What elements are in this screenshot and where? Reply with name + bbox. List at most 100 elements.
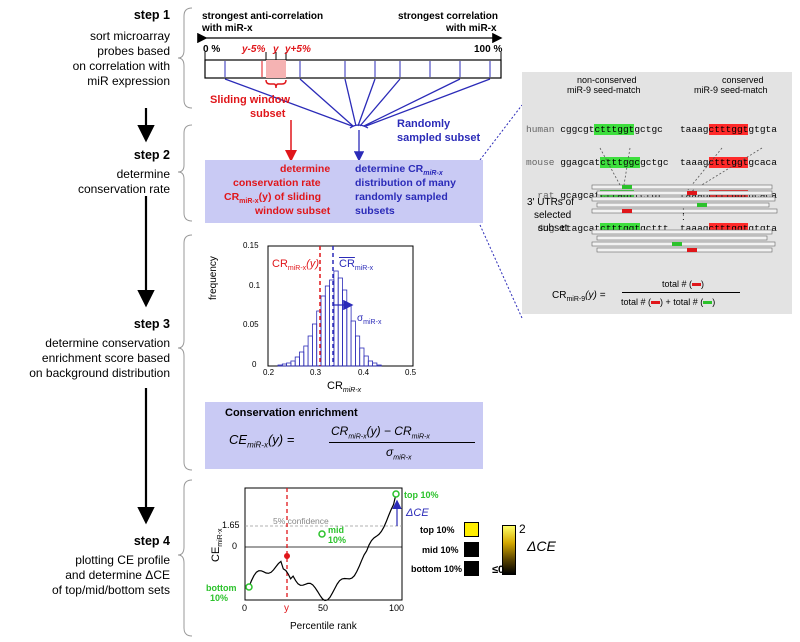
random-sample-label-2: sampled subset	[397, 132, 481, 144]
seed-match-marker	[622, 185, 632, 189]
utr-bars: : :	[591, 147, 778, 253]
utr-bar	[596, 235, 768, 241]
colorbar-min-label: ≤0	[492, 564, 505, 576]
step-2-desc-2: conservation rate	[77, 182, 170, 196]
ce-plot-y-marker: y	[284, 603, 289, 614]
correlation-label-2: with miR-x	[446, 23, 497, 34]
inset-utr-label-2: selected	[534, 210, 572, 221]
step-4-desc-1: plotting CE profile	[75, 553, 170, 567]
inset-formula-num: total # ()	[662, 279, 705, 289]
utr-bar	[591, 196, 776, 202]
ce-colorbar	[502, 525, 516, 575]
sliding-window-label-2: subset	[250, 108, 286, 120]
step-3-desc-1: determine conservation	[45, 336, 170, 350]
legend-top10-label: top 10%	[420, 525, 455, 535]
step2-box: determine conservation rate CRmiR-x(y) o…	[205, 160, 483, 223]
svg-text::: :	[682, 212, 685, 223]
legend-mid10-label: mid 10%	[422, 545, 459, 555]
hist-ytick-0: 0	[252, 360, 257, 369]
seed-match-marker	[622, 209, 632, 213]
inset-nc-title-2: miR-9 seed-match	[567, 85, 641, 95]
svg-text::: :	[682, 206, 685, 217]
colorbar-max-label: 2	[519, 522, 526, 536]
ce-formula-fraction-line	[329, 442, 475, 443]
step2-blue-line-2: distribution of many	[355, 177, 456, 189]
random-sample-label-1: Randomly	[397, 118, 451, 130]
colorbar-title: ΔCE	[527, 538, 556, 554]
ce-formula-lhs: CEmiR-x(y) =	[229, 432, 295, 450]
legend-mid10-swatch	[464, 542, 479, 557]
inset-connectors	[479, 104, 523, 319]
step-1-title: step 1	[133, 8, 170, 22]
step-3-block: step 3 determine conservation enrichment…	[0, 317, 170, 387]
hist-xlabel: CRmiR-x	[327, 380, 362, 395]
ce-plot-mid10-label-2: 10%	[328, 535, 347, 545]
step-1-desc-1: sort microarray	[89, 29, 170, 43]
legend-bottom10-swatch	[464, 561, 479, 576]
histogram-bar	[376, 364, 382, 367]
hist-ytick-005: 0.05	[243, 320, 259, 329]
hist-sigma-label: σmiR-x	[357, 313, 382, 326]
inset-c-title-1: conserved	[722, 75, 764, 85]
legend-bottom10-label: bottom 10%	[411, 564, 463, 574]
random-sample-arrows	[224, 78, 491, 162]
alignment-row: dog ttagcatctttggtgcttt taaagctttggtgtgt…	[537, 223, 777, 234]
alignment-block: human cggcgtctttggtgctgc taaagctttggtgtg…	[526, 102, 777, 256]
ce-plot-mid10-label-1: mid	[328, 525, 345, 535]
seed-match-marker	[672, 242, 682, 246]
ce-plot-ytick-165: 1.65	[222, 520, 240, 530]
inset-utr-label-1: 3' UTRs of	[527, 197, 574, 208]
sliding-window-label-1: Sliding window	[210, 94, 291, 106]
alignment-row: human cggcgtctttggtgctgc taaagctttggtgtg…	[526, 124, 777, 135]
histogram-bar	[372, 362, 378, 367]
ce-plot-ylabel: CEmiR-x	[210, 528, 225, 562]
ce-plot-bottom10-label-2: 10%	[210, 593, 229, 603]
utr-bar	[596, 247, 773, 253]
y-plus-label: y+5%	[285, 44, 311, 55]
step-2-block: step 2 determine conservation rate	[0, 148, 170, 208]
correlation-label-1: strongest correlation	[398, 11, 499, 22]
ce-formula-numerator: CRmiR-x(y) − CRmiR-x	[331, 424, 430, 441]
ce-plot-top10-label: top 10%	[404, 490, 439, 500]
inset-nc-title-1: non-conserved	[577, 75, 637, 85]
step-1-desc-2: probes based	[97, 44, 170, 58]
hist-ytick-01: 0.1	[249, 281, 261, 290]
probe-bar	[204, 52, 502, 79]
alignment-row: rat gcagcatcttagttctgt taaagctttggtgcaca	[537, 190, 777, 201]
step-braces	[177, 7, 193, 637]
inset-formula-lhs: CRmiR-9(y) =	[552, 290, 606, 303]
ce-profile-plot	[244, 487, 403, 602]
alignment-row: mouse ggagcatctttggcgctgc taaagctttggtgc…	[526, 157, 777, 168]
inset-c-title-2: miR-9 seed-match	[694, 85, 768, 95]
step2-blue-line-3: randomly sampled	[355, 191, 448, 203]
step2-red-line-1: determine	[280, 163, 331, 175]
step2-red-line-2: conservation rate	[233, 177, 321, 189]
inset-utr-label-3: subset	[538, 223, 568, 234]
hist-cr-bar-label: CRmiR-x	[339, 258, 374, 273]
ce-plot-xtick-0: 0	[242, 603, 248, 613]
ce-plot-delta-ce-label: ΔCE	[406, 507, 429, 519]
step2-blue-line-4: subsets	[355, 205, 395, 217]
step-1-block: step 1 sort microarray probes based on c…	[0, 6, 170, 106]
step-3-desc-2: enrichment score based	[41, 351, 170, 365]
step2-red-line-4: window subset	[255, 205, 331, 217]
ce-formula-title: Conservation enrichment	[225, 407, 358, 419]
step-2-desc-1: determine	[116, 167, 170, 181]
anti-correlation-label-2: with miR-x	[202, 23, 253, 34]
hist-xtick-04: 0.4	[358, 368, 370, 377]
step-1-desc-3: on correlation with	[72, 59, 170, 73]
step-4-desc-3: of top/mid/bottom sets	[51, 583, 170, 597]
step-4-desc-2: and determine ΔCE	[65, 568, 170, 582]
sliding-window-brace	[265, 79, 287, 89]
step-1-desc-4: miR expression	[87, 74, 170, 88]
utr-bar	[596, 190, 773, 196]
ce-plot-bottom10-label-1: bottom	[206, 583, 237, 593]
step-2-title: step 2	[133, 148, 170, 162]
inset-formula-line	[622, 292, 740, 293]
utr-bar	[596, 202, 770, 208]
utr-bar	[591, 229, 773, 235]
step2-red-line-3: CRmiR-x(y) of sliding	[224, 191, 322, 206]
ce-plot-xlabel: Percentile rank	[290, 621, 357, 632]
utr-bar	[591, 241, 776, 247]
